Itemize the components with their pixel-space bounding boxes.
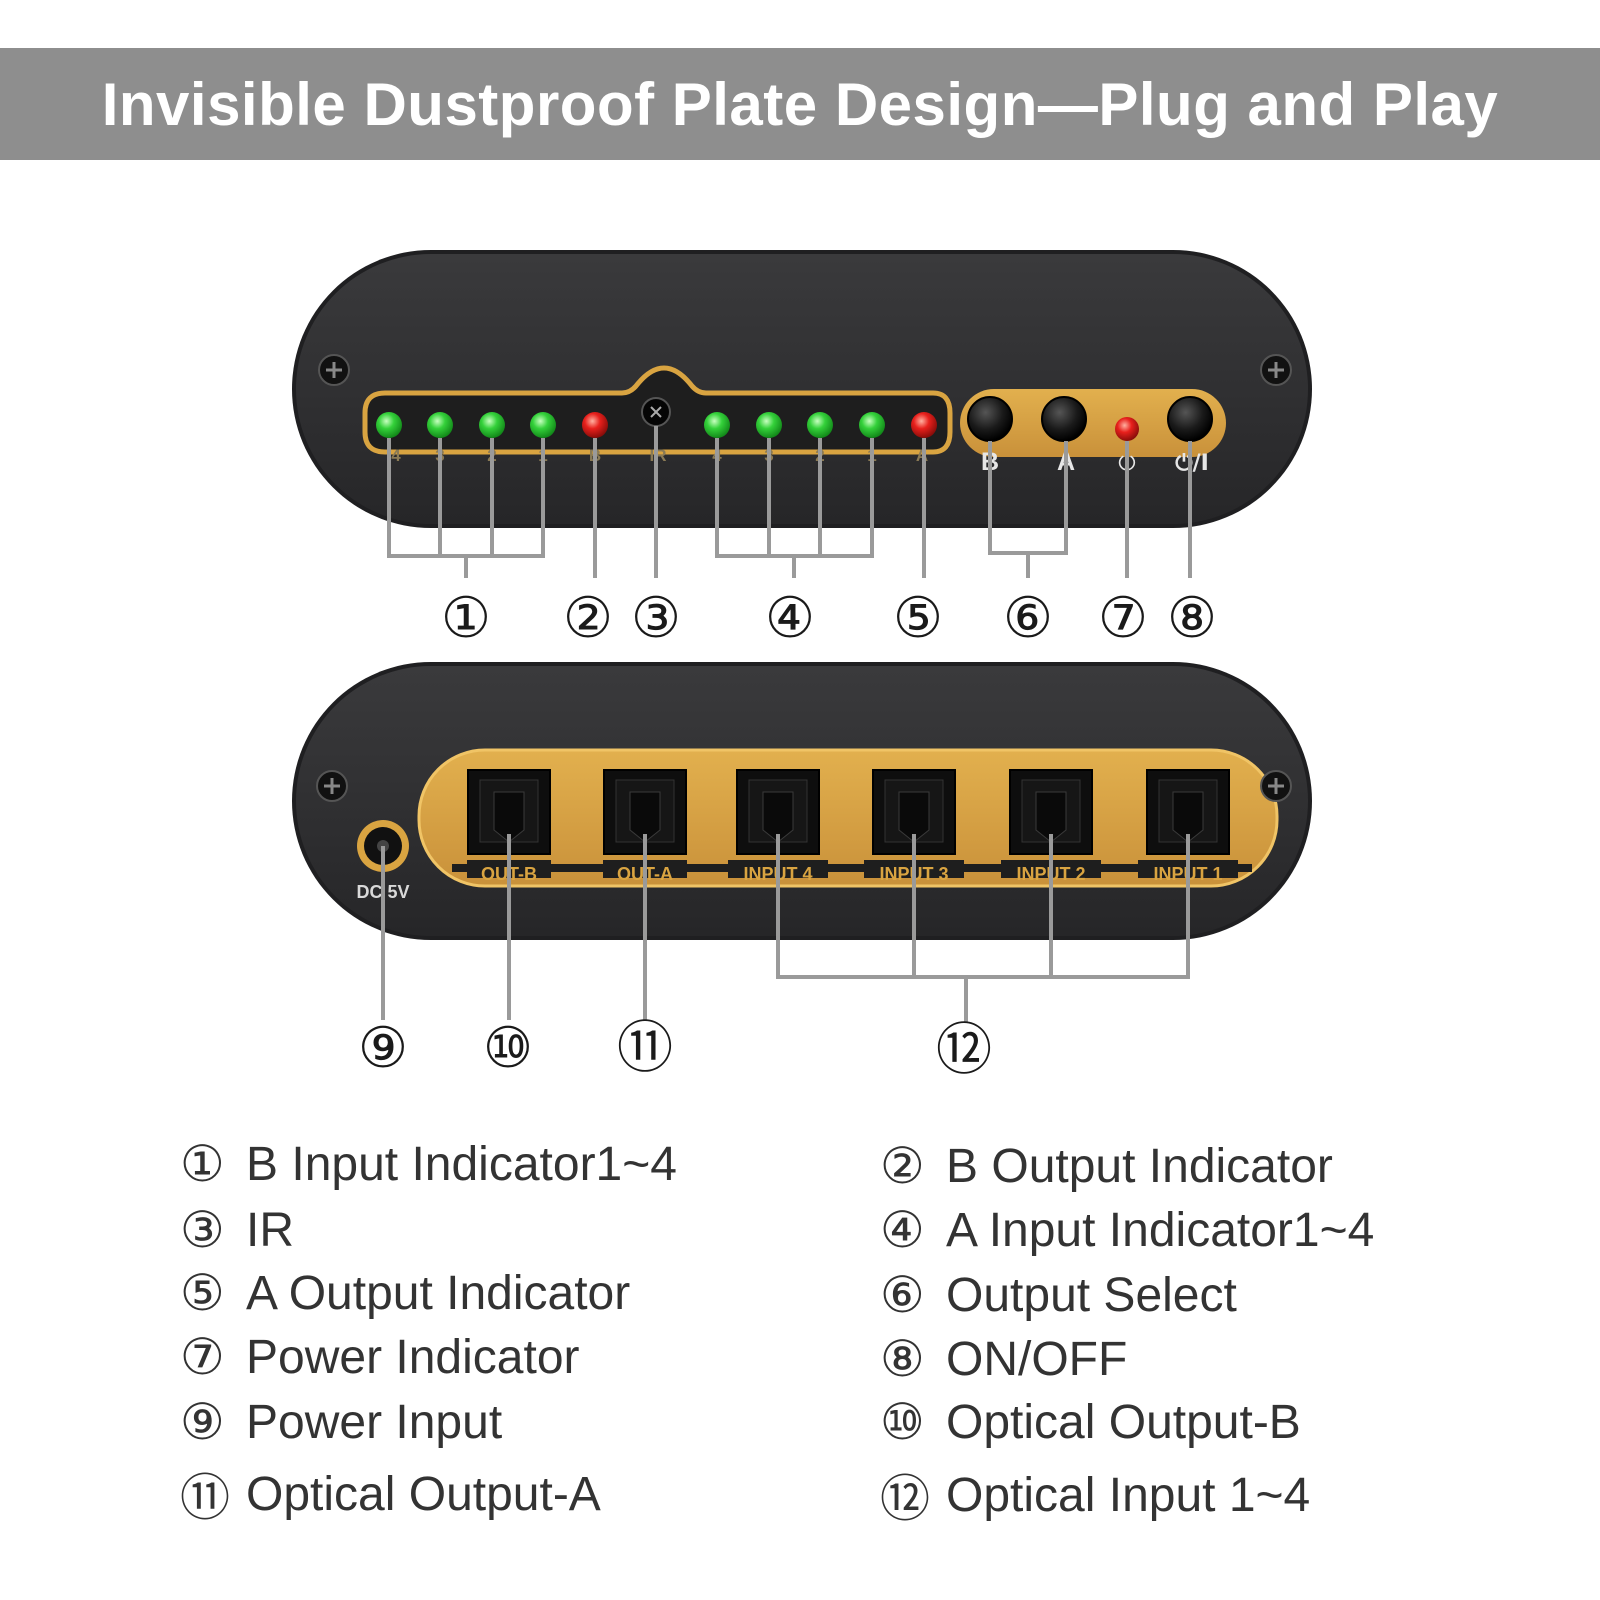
legend-label: IR <box>246 1203 294 1257</box>
legend-number: ⑩ <box>880 1393 925 1451</box>
on-off-button[interactable] <box>1167 396 1213 442</box>
callout-2: ② <box>563 586 613 651</box>
callout-7: ⑦ <box>1098 586 1148 651</box>
ir-sensor-icon <box>641 397 671 427</box>
callout-1: ① <box>441 586 491 651</box>
callout-10: ⑩ <box>483 1016 533 1081</box>
callout-6: ⑥ <box>1003 586 1053 651</box>
front-callout-lines <box>387 426 1192 578</box>
legend-item-8: ⑧ ON/OFF <box>880 1330 1127 1388</box>
legend-item-10: ⑩ Optical Output-B <box>880 1393 1301 1451</box>
callout-4: ④ <box>765 586 815 651</box>
legend-number: ⑤ <box>180 1264 225 1322</box>
legend-label: Output Select <box>946 1268 1237 1322</box>
legend-label: B Input Indicator1~4 <box>246 1137 677 1191</box>
a-output-led <box>911 412 937 438</box>
b-input-led-1 <box>530 412 556 438</box>
legend-item-5: ⑤ A Output Indicator <box>180 1264 630 1322</box>
b-input-led-3 <box>427 412 453 438</box>
legend-label: Power Input <box>246 1395 503 1449</box>
legend-number: ⑦ <box>180 1328 225 1386</box>
output-select-a-button[interactable] <box>1041 396 1087 442</box>
legend-number: ④ <box>880 1201 925 1259</box>
b-led-label-4: 4 <box>391 446 401 465</box>
port-label-bar <box>452 864 1252 872</box>
legend-item-3: ③ IR <box>180 1201 294 1259</box>
legend-item-2: ② B Output Indicator <box>880 1137 1333 1195</box>
legend-label: B Output Indicator <box>946 1139 1333 1193</box>
legend-label: A Output Indicator <box>246 1266 631 1320</box>
callout-5: ⑤ <box>893 586 943 651</box>
legend-number: ② <box>880 1137 925 1195</box>
legend-item-11: ⑪ Optical Output-A <box>180 1458 601 1530</box>
legend-item-4: ④ A Input Indicator1~4 <box>880 1201 1374 1259</box>
legend-number: ⑥ <box>880 1266 925 1324</box>
b-output-led <box>582 412 608 438</box>
output-select-b-button[interactable] <box>967 396 1013 442</box>
legend-label: Optical Output-B <box>946 1395 1301 1449</box>
power-led <box>1115 417 1139 441</box>
callout-12: ⑫ <box>936 1018 992 1083</box>
legend-number: ⑧ <box>880 1330 925 1388</box>
rear-callout-lines <box>381 834 1190 1022</box>
screw-icon <box>1260 354 1292 386</box>
screw-icon <box>1260 770 1292 802</box>
legend-number: ⑨ <box>180 1393 225 1451</box>
legend-number: ③ <box>180 1201 225 1259</box>
legend-item-12: ⑫ Optical Input 1~4 <box>880 1459 1310 1531</box>
legend-label: A Input Indicator1~4 <box>946 1203 1375 1257</box>
control-panel <box>960 389 1226 457</box>
legend-label: Power Indicator <box>246 1330 580 1384</box>
legend-label: Optical Output-A <box>246 1467 601 1521</box>
a-input-led-4 <box>704 412 730 438</box>
callout-11: ⑪ <box>617 1016 673 1081</box>
legend-label: ON/OFF <box>946 1332 1128 1386</box>
callout-3: ③ <box>631 586 681 651</box>
optical-port-input-2[interactable] <box>1009 769 1093 855</box>
legend-number: ① <box>180 1135 225 1193</box>
legend-item-7: ⑦ Power Indicator <box>180 1328 580 1386</box>
b-input-led-4 <box>376 412 402 438</box>
screw-icon <box>318 354 350 386</box>
front-panel: 4 3 2 1 B IR 4 3 2 1 A B A ⏻ ⏻/I <box>292 250 1312 528</box>
legend-item-9: ⑨ Power Input <box>180 1393 502 1451</box>
screw-icon <box>316 770 348 802</box>
legend-number: ⑪ <box>180 1469 230 1527</box>
banner-title: Invisible Dustproof Plate Design—Plug an… <box>101 70 1499 138</box>
a-input-led-1 <box>859 412 885 438</box>
title-banner: Invisible Dustproof Plate Design—Plug an… <box>0 48 1600 160</box>
b-input-led-2 <box>479 412 505 438</box>
legend-label: Optical Input 1~4 <box>946 1468 1311 1522</box>
legend-number: ⑫ <box>880 1470 930 1528</box>
a-input-led-3 <box>756 412 782 438</box>
callout-9: ⑨ <box>358 1016 408 1081</box>
callout-8: ⑧ <box>1167 586 1217 651</box>
a-input-led-2 <box>807 412 833 438</box>
optical-port-input-3[interactable] <box>872 769 956 855</box>
rear-panel: DC 5V <box>292 662 1312 940</box>
legend-item-1: ① B Input Indicator1~4 <box>180 1135 677 1193</box>
legend-item-6: ⑥ Output Select <box>880 1266 1237 1324</box>
